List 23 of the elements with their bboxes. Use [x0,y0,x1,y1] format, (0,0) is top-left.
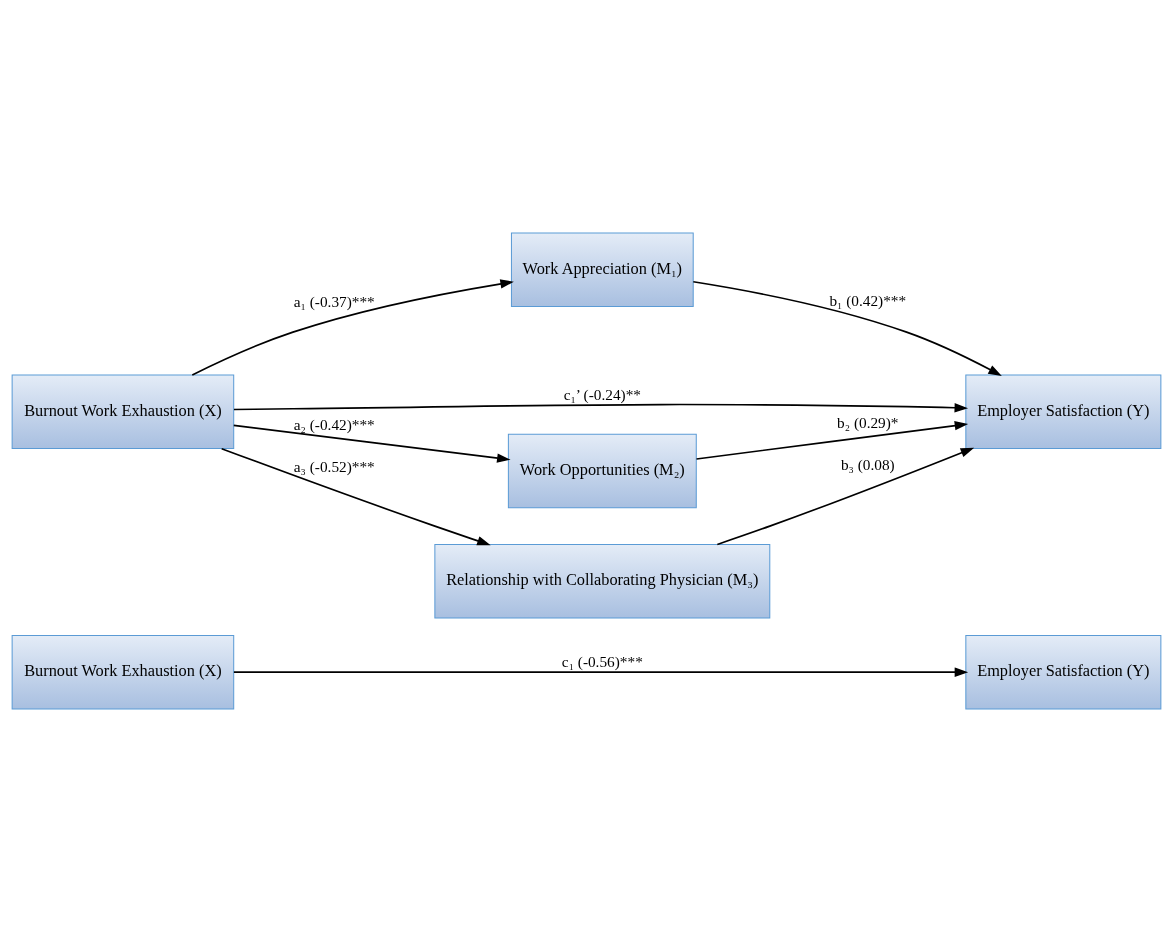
arrow [233,402,969,412]
arrow [233,666,969,677]
edge-label: b₃ (0.08) [840,455,895,473]
edge-label: a₃ (-0.52)*** [293,457,375,475]
arrow [692,280,1002,376]
arrow [232,424,511,463]
edge-label: c₁’ (-0.24)** [563,385,641,403]
edge-label: b₂ (0.29)* [837,413,899,431]
arrow [716,447,975,545]
arrow [695,420,969,460]
node-box: Burnout Work Exhaustion (X) [11,374,235,449]
node-box: Employer Satisfaction (Y) [965,634,1162,709]
node-box: Work Opportunities (M₂) [507,433,697,508]
node-box: Burnout Work Exhaustion (X) [11,634,235,709]
node-box: Work Appreciation (M₁) [510,232,694,307]
edge-label: c₁ (-0.56)*** [561,652,643,670]
edge-label: b₁ (0.42)*** [829,291,907,309]
node-box: Employer Satisfaction (Y) [965,374,1162,449]
arrow [191,278,514,376]
edge-label: a₂ (-0.42)*** [293,415,375,433]
node-box: Relationship with Collaborating Physician (M₃) [434,543,771,619]
edge-label: a₁ (-0.37)*** [293,292,375,310]
arrow [220,447,491,545]
